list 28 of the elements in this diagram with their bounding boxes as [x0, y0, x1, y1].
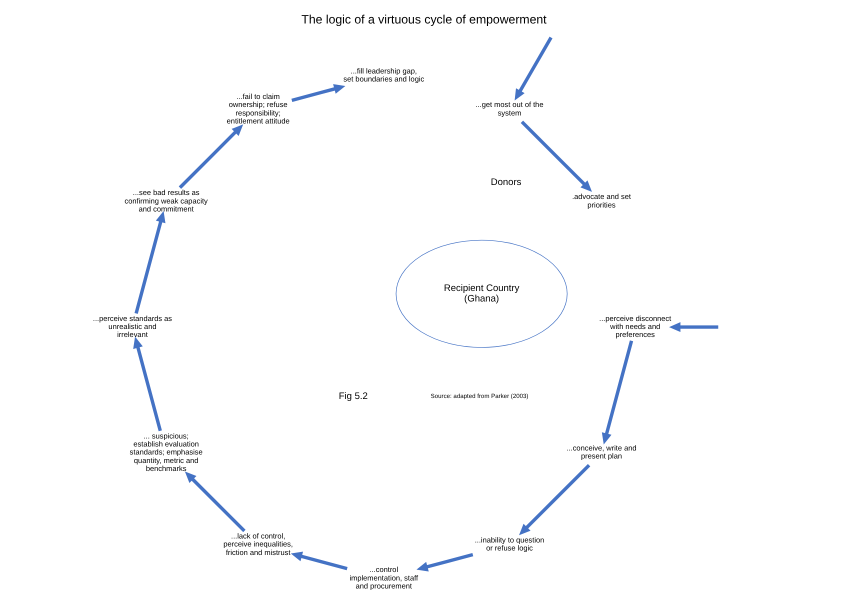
node-text: ...perceive standards as unrealistic and irrelevant [92, 314, 172, 340]
diagram-title: The logic of a virtuous cycle of empowerment [301, 12, 547, 26]
arrow [514, 36, 552, 101]
node-text: ...get most out of the system [476, 100, 544, 118]
node-text: ... suspicious; establish evaluation standards; emphasise quantity, metric and benchmarks [130, 431, 203, 473]
node-text: ...control implementation, staff and procurement [350, 565, 418, 590]
node-text: ...conceive, write and present plan [566, 444, 637, 461]
arrow [519, 464, 590, 536]
arrow [669, 322, 718, 332]
arrow [290, 552, 348, 570]
node-text: .advocate and set priorities [572, 192, 631, 210]
arrow [133, 336, 162, 432]
node-ellipse: Recipient Country (Ghana) [396, 240, 568, 348]
node-text: ...lack of control, perceive inequalities, friction and mistrust [223, 532, 293, 557]
arrow [178, 124, 244, 189]
arrow [602, 340, 634, 444]
arrow [520, 120, 592, 192]
arrow [416, 552, 474, 572]
arrow [291, 84, 346, 102]
label: Fig 5.2 [338, 390, 368, 402]
label: Donors [490, 176, 522, 188]
arrow [184, 472, 246, 532]
node-text: ...perceive disconnect with needs and preferences [599, 314, 672, 340]
arrow [134, 210, 166, 314]
node-text: ...fail to claim ownership; refuse responsibility; entitlement attitude [226, 92, 290, 126]
node-text: ...inability to question or refuse logic [474, 536, 544, 553]
node-text: ...see bad results as confirming weak capacity and commitment [124, 188, 208, 214]
node-text: ...fill leadership gap, set boundaries and logic [343, 66, 424, 84]
